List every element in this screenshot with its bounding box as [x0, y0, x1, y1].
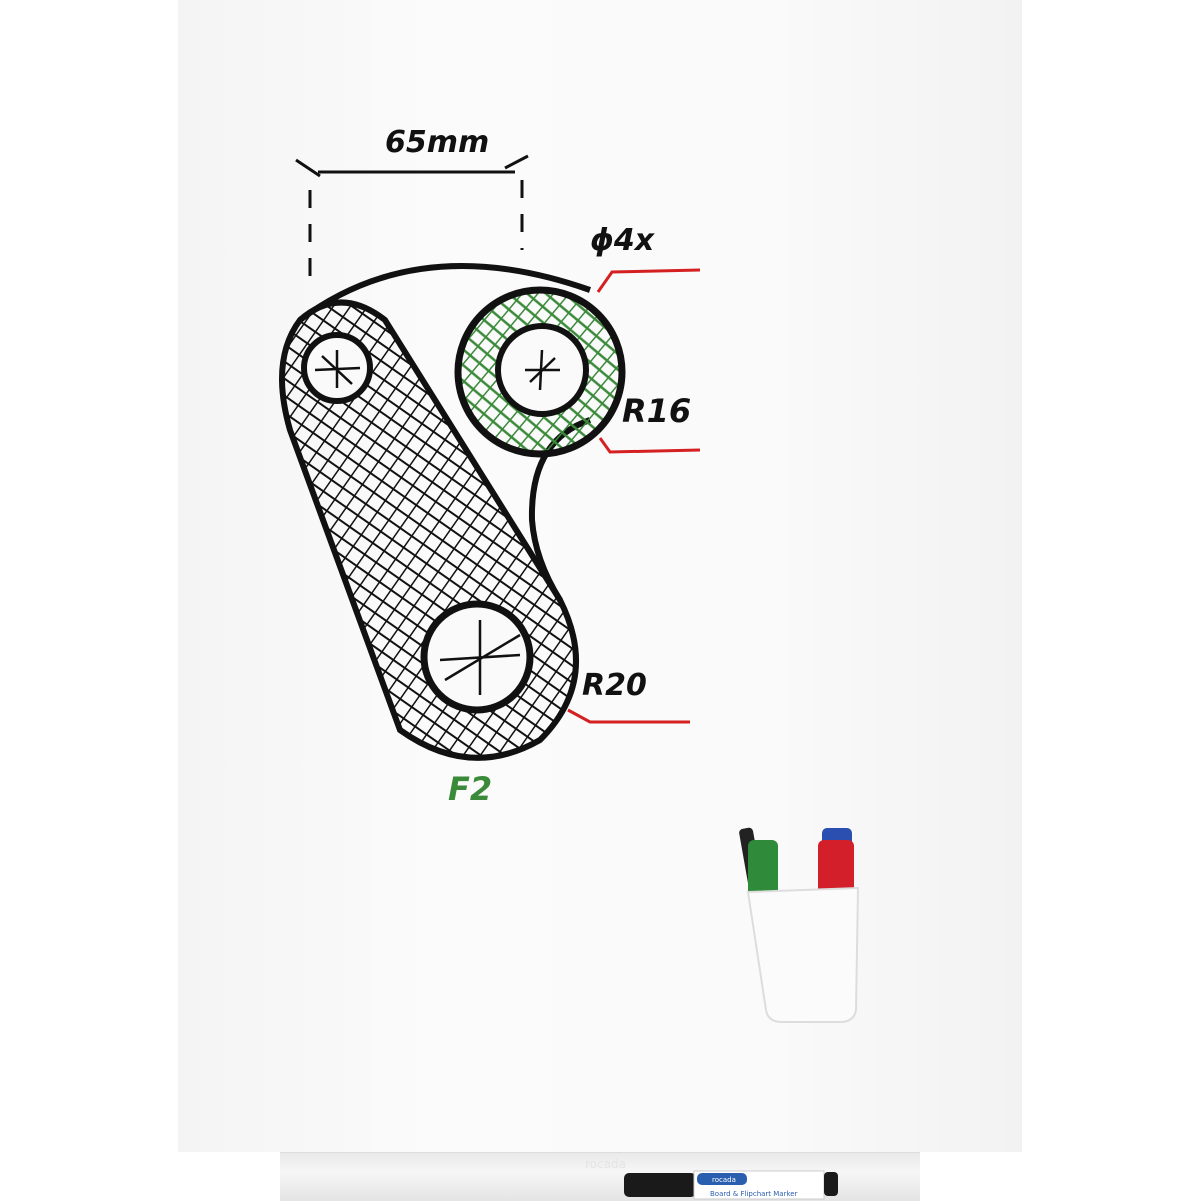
red-marker[interactable]: [818, 840, 854, 900]
dimension-line: [295, 154, 529, 280]
marker-cup[interactable]: [739, 827, 860, 1023]
pivot-hole-crosshair: [314, 350, 361, 388]
tray-marker[interactable]: rocada Board & Flipchart Marker: [624, 1170, 838, 1200]
marker-brand-badge: [697, 1173, 747, 1185]
cup-body: [746, 886, 860, 1023]
marker-brand: rocada: [712, 1176, 736, 1184]
radius-r16-label: R16: [622, 392, 691, 430]
radius-r20-label: R20: [582, 668, 647, 703]
marker-cap: [624, 1173, 696, 1197]
hole-spec-label: ϕ4x: [590, 223, 656, 258]
leader-lines: [567, 268, 701, 724]
part-label: F2: [448, 770, 492, 808]
marker-label: Board & Flipchart Marker: [710, 1190, 798, 1198]
small-hole-crosshair: [525, 349, 560, 391]
dimension-label: 65mm: [385, 125, 489, 160]
whiteboard[interactable]: [178, 0, 1022, 1152]
large-hole-crosshair: [439, 620, 521, 695]
tray-brand: rocada: [585, 1157, 626, 1171]
marker-end-cap: [824, 1172, 838, 1196]
green-marker[interactable]: [748, 840, 778, 900]
